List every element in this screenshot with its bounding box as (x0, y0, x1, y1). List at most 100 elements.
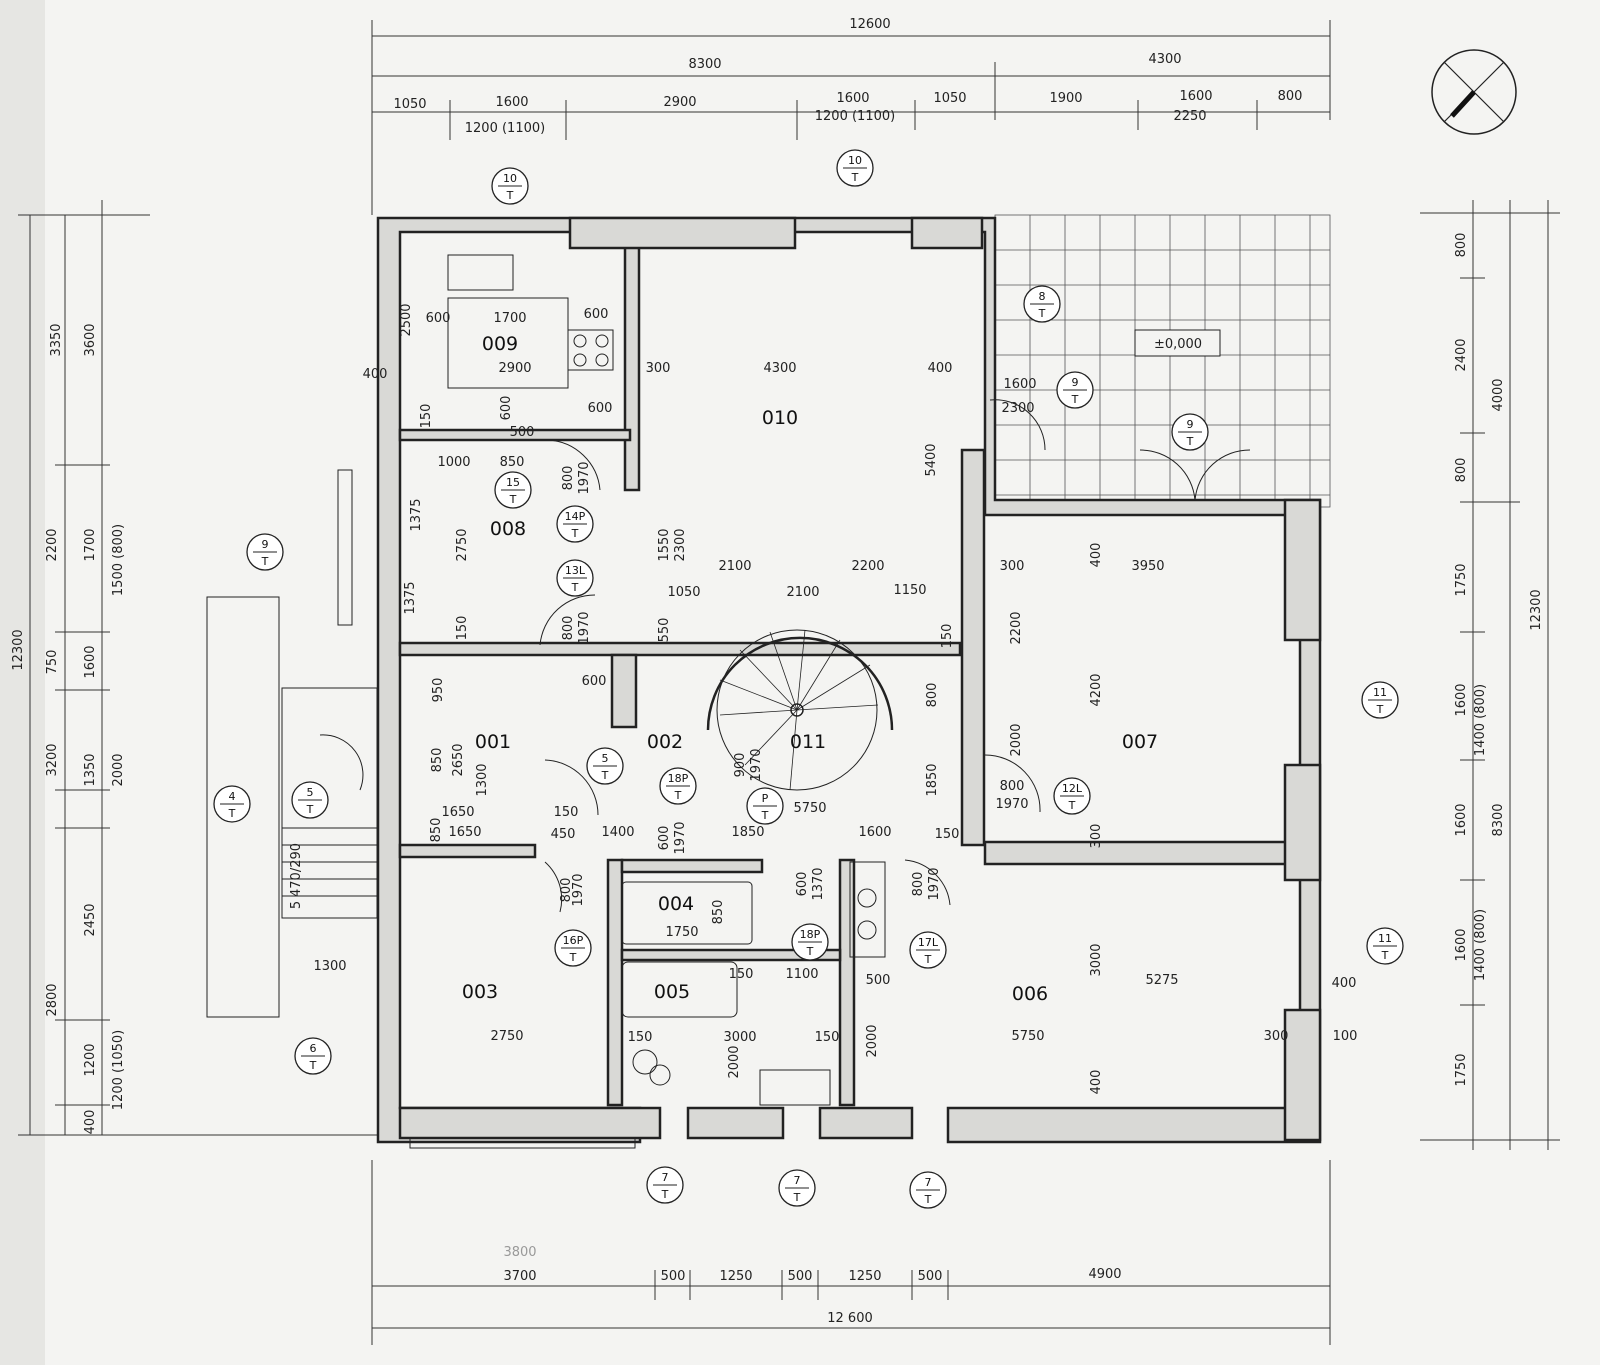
dim-bottom-pencil: 3800 (503, 1245, 536, 1260)
door-swings (319, 399, 1251, 913)
section-marker-sheet: T (571, 527, 579, 540)
interior-dimension-label: 3000 (1089, 943, 1104, 976)
dim-right-col2-1: 1400 (800) (1473, 684, 1488, 756)
interior-dimension-label: 400 (1332, 976, 1357, 991)
section-marker-number: 8 (1039, 290, 1046, 303)
section-marker: 11T (1366, 927, 1404, 965)
interior-dimension-label: 850 (430, 748, 445, 773)
dim-bottom-row-6: 4900 (1088, 1267, 1121, 1282)
dim-bottom-row-3: 500 (788, 1269, 813, 1284)
left-dimension-chains (18, 200, 380, 1136)
section-marker: 9T (1056, 371, 1094, 409)
interior-dimension-label: 2100 (786, 585, 819, 600)
interior-dimension-label: 4200 (1089, 673, 1104, 706)
section-marker-number: 11 (1378, 932, 1392, 945)
section-marker-sheet: T (1068, 799, 1076, 812)
section-marker-number: 18P (800, 928, 821, 941)
room-label-001: 001 (475, 731, 511, 753)
interior-dimension-label: 150 (729, 967, 754, 982)
section-marker-number: 11 (1373, 686, 1387, 699)
interior-dimension-label: 1750 (665, 925, 698, 940)
section-marker-number: 18P (668, 772, 689, 785)
top-dimension-chains (371, 20, 1331, 215)
interior-dimension-label: 2300 (1001, 401, 1034, 416)
interior-dimension-label: 1970 (571, 873, 586, 906)
section-marker: 7T (646, 1166, 684, 1204)
interior-dimension-label: 5750 (1011, 1029, 1044, 1044)
room-label-011: 011 (790, 731, 826, 753)
section-marker: 8T (1023, 285, 1061, 323)
interior-dimension-label: 400 (363, 367, 388, 382)
section-marker: 9T (246, 533, 284, 571)
interior-dimension-label: 1850 (925, 763, 940, 796)
bathroom-fixtures (621, 861, 886, 1106)
entrance-porch (206, 469, 378, 1018)
section-marker-number: 17L (918, 936, 939, 949)
dim-bottom-row-1: 500 (661, 1269, 686, 1284)
section-marker-sheet: T (793, 1191, 801, 1204)
dim-top-sub-a: 1200 (1100) (465, 121, 545, 136)
dim-top-row3-2: 2900 (663, 95, 696, 110)
dim-right-col2-0: 4000 (1491, 378, 1506, 411)
dim-right-col3-1: 8300 (1491, 803, 1506, 836)
interior-dimension-label: 450 (551, 827, 576, 842)
section-marker-sheet: T (571, 581, 579, 594)
dim-left-col2-1: 2200 (45, 528, 60, 561)
dim-left-col1-3: 2800 (45, 983, 60, 1016)
section-marker: 15T (494, 471, 532, 509)
interior-dimension-label: 1400 (601, 825, 634, 840)
interior-dimension-label: 1550 (657, 528, 672, 561)
interior-dimension-label: 150 (935, 827, 960, 842)
interior-dimension-label: 1850 (731, 825, 764, 840)
dim-top-sub-b: 1200 (1100) (815, 109, 895, 124)
section-marker-sheet: T (309, 1059, 317, 1072)
dim-right-col1-0: 800 (1454, 233, 1469, 258)
interior-dimension-label: 150 (419, 404, 434, 429)
section-marker: 9T (1171, 413, 1209, 451)
interior-dimension-label: 3950 (1131, 559, 1164, 574)
interior-dimension-label: 800 (561, 616, 576, 641)
dim-bottom-row-5: 500 (918, 1269, 943, 1284)
interior-dimension-label: 1600 (1003, 377, 1036, 392)
interior-dimension-label: 1970 (673, 821, 688, 854)
section-marker-sheet: T (601, 769, 609, 782)
interior-dimension-label: 850 (429, 818, 444, 843)
dim-bottom-row-2: 1250 (719, 1269, 752, 1284)
section-marker-sheet: T (306, 803, 314, 816)
interior-dimension-label: 1600 (858, 825, 891, 840)
interior-dimension-label: 800 (1000, 779, 1025, 794)
section-marker: 7T (909, 1171, 947, 1209)
interior-dimension-label: 100 (1333, 1029, 1358, 1044)
interior-dimension-label: 2000 (1009, 723, 1024, 756)
dim-bottom-row-4: 1250 (848, 1269, 881, 1284)
section-marker-number: 16P (563, 934, 584, 947)
dim-left-col3-4: 1200 (1050) (111, 1030, 126, 1110)
interior-dimension-label: 150 (455, 616, 470, 641)
section-marker-number: 10 (848, 154, 862, 167)
dim-top-row3-5: 1900 (1049, 91, 1082, 106)
section-marker: 11T (1361, 681, 1399, 719)
dim-right-col1-5: 1600 (1454, 803, 1469, 836)
section-marker: 10T (836, 149, 874, 187)
interior-dimension-label: 1970 (577, 461, 592, 494)
section-marker-number: 9 (262, 538, 269, 551)
interior-dimension-label: 2100 (718, 559, 751, 574)
interior-dimension-label: 400 (1089, 1070, 1104, 1095)
dim-left-col2-6: 400 (83, 1110, 98, 1135)
dim-top-row3-4: 1050 (933, 91, 966, 106)
interior-dimension-label: 600 (657, 826, 672, 851)
section-marker-sheet: T (761, 809, 769, 822)
dim-left-col2-5: 1200 (83, 1043, 98, 1076)
interior-dimension-label: 800 (561, 466, 576, 491)
interior-dimension-label: 550 (657, 618, 672, 643)
interior-dimension-label: 3000 (723, 1030, 756, 1045)
interior-dimension-label: 2750 (455, 528, 470, 561)
interior-dimension-label: 1650 (448, 825, 481, 840)
section-marker-number: 7 (925, 1176, 932, 1189)
interior-dimension-label: 1970 (995, 797, 1028, 812)
section-marker: 7T (778, 1169, 816, 1207)
